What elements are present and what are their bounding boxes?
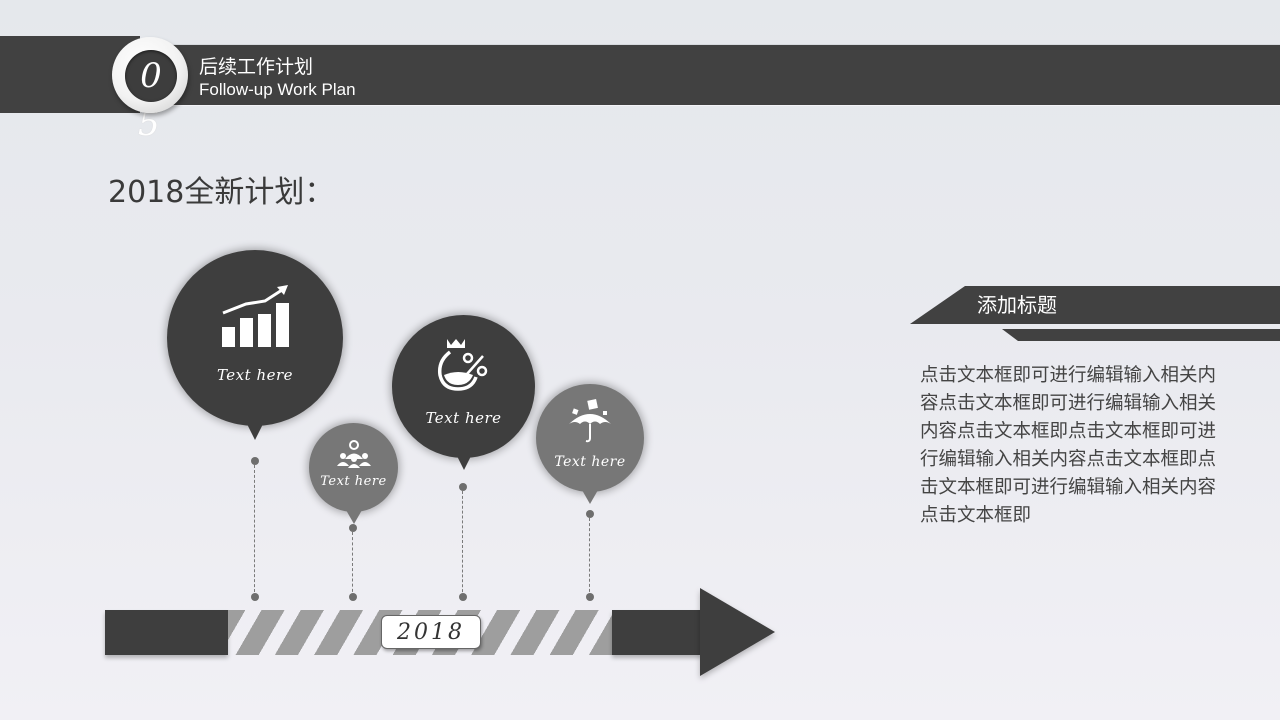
connector-dot-4-top [586,510,594,518]
milestone-bubble-2[interactable]: Text here [309,423,398,524]
bubble-pointer [247,424,263,440]
connector-dot-2-bottom [349,593,357,601]
chapter-number-first-digit: 0 [125,50,177,102]
year-label[interactable]: 2018 [381,615,481,649]
connector-dot-4-bottom [586,593,594,601]
milestone-bubble-3[interactable]: Text here [392,315,535,470]
milestone-label-3: Text here [425,408,502,427]
connector-dot-3-top [459,483,467,491]
milestone-bubble-4[interactable]: Text here [536,384,644,504]
milestone-bubble-1[interactable]: Text here [167,250,343,440]
bubble-pointer [582,490,598,504]
bubble-pointer [455,454,472,470]
milestone-label-4: Text here [554,454,626,470]
connector-line-4 [589,518,590,597]
team-meeting-icon [336,440,371,468]
growth-chart-icon [222,285,289,347]
chapter-number-second-digit: 5 [138,104,160,144]
header-bar [140,45,1280,105]
connector-dot-1-bottom [251,593,259,601]
section-body-text[interactable]: 点击文本框即可进行编辑输入相关内容点击文本框即可进行编辑输入相关内容点击文本框即… [920,365,1217,526]
arrow-right-icon [700,588,775,676]
connector-dot-1-top [251,457,259,465]
milestone-label-2: Text here [320,474,387,489]
page-title: 2018全新计划： [108,175,335,210]
connector-dot-2-top [349,524,357,532]
timeline-bar-end [612,610,702,655]
section-title-banner [910,286,1280,324]
connector-line-2 [352,532,353,597]
connector-dot-3-bottom [459,593,467,601]
bubble-pointer [345,510,362,524]
header-title-en: Follow-up Work Plan [199,80,356,99]
section-underline-bar [1002,329,1280,341]
header-title-cn: 后续工作计划 [199,56,314,78]
timeline-bar-start [105,610,228,655]
connector-line-1 [254,465,255,597]
milestone-label-1: Text here [216,366,294,384]
connector-line-3 [462,491,463,597]
umbrella-protection-icon [569,399,611,443]
section-title[interactable]: 添加标题 [977,293,1057,317]
money-bag-percent-icon [437,338,487,391]
